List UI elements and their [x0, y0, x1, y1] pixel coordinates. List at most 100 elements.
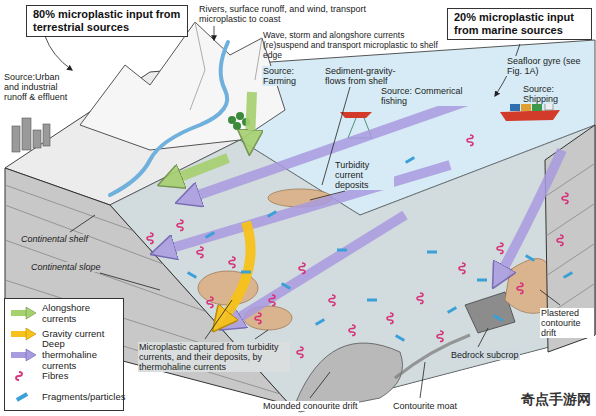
legend-entry: Fragments/particles — [9, 386, 119, 407]
microplastic-fibre — [207, 297, 213, 308]
legend-arrowhead — [26, 328, 36, 340]
microplastic-fibre — [497, 243, 503, 254]
label-box: Bedrock subcrop — [450, 350, 540, 360]
container — [521, 104, 531, 111]
plastered-drift — [505, 259, 548, 314]
legend-swatch — [9, 326, 37, 342]
legend-swatch — [9, 368, 37, 384]
label-box: Source: Commerical fishing — [380, 86, 472, 106]
seafloor — [110, 125, 595, 412]
legend-entry: Alongshore currents — [9, 302, 119, 323]
label-box: Turbidity current deposits — [334, 160, 394, 190]
legend-entry: Fibres — [9, 365, 119, 386]
annotation-label: Microplastic captured from turbidity cur… — [138, 342, 290, 372]
city — [12, 118, 50, 152]
annotation-label: Continental shelf — [20, 234, 89, 244]
container — [532, 104, 542, 111]
legend-arrow — [11, 331, 27, 337]
annotation-label: Plastered contourite drift — [540, 308, 594, 338]
microplastic-fragment — [205, 231, 215, 239]
leader-line — [310, 191, 345, 200]
annotation-label: Continental slope — [30, 262, 102, 272]
microplastic-fibre — [299, 263, 305, 274]
microplastic-fragment — [525, 254, 535, 262]
legend-swatch — [9, 389, 37, 405]
building — [22, 118, 31, 150]
legend-fibre — [16, 372, 22, 380]
label-box: Source: Farming — [262, 66, 314, 86]
microplastic-fibre — [562, 193, 568, 204]
microplastic-fragment — [563, 271, 573, 279]
label-box: Source:Urban and industrial runoff & eff… — [3, 72, 77, 102]
box-text: 20% microplastic input from marine sourc… — [454, 11, 585, 37]
microplastic-fibre — [229, 257, 235, 268]
legend-text: Fragments/particles — [42, 391, 125, 402]
tree — [236, 112, 244, 120]
microplastic-fibre — [197, 247, 203, 258]
alongshore-currents — [172, 92, 252, 180]
ship-hull — [500, 110, 560, 121]
legend-text: Fibres — [42, 370, 68, 381]
legend-text: Gravity current — [42, 328, 104, 339]
leader-line — [100, 273, 160, 290]
source-box: 80% microplastic input from terrestrial … — [26, 5, 188, 37]
thermohaline-arrow — [165, 165, 450, 250]
label-box: Continental slope — [30, 262, 102, 272]
label-box: Rivers, surface runoff, and wind, transp… — [198, 4, 368, 24]
microplastic-fibre — [437, 331, 443, 342]
alongshore-arrow — [250, 92, 252, 140]
label-box: Microplastic captured from turbidity cur… — [138, 342, 290, 372]
annotation-label: Seafloor gyre (see Fig. 1A) — [506, 56, 590, 76]
annotation-label: Turbidity current deposits — [334, 160, 394, 190]
leader-line — [420, 362, 425, 398]
microplastic-fibre — [269, 295, 275, 306]
watermark: 奇点手游网 — [520, 392, 592, 408]
thermohaline-arrow — [190, 100, 470, 198]
deep-water-tint — [110, 125, 595, 412]
label-box: Source: Shipping — [522, 84, 592, 104]
microplastic-fragment — [405, 156, 415, 164]
annotation-label: Wave, storm and alongshore currents (re)… — [262, 30, 442, 60]
label-box: Seafloor gyre (see Fig. 1A) — [506, 56, 590, 76]
microplastic-fragment — [427, 251, 437, 254]
annotation-label: Mounded conourite drift — [262, 401, 359, 411]
legend-swatch — [9, 347, 37, 363]
leader-line — [255, 330, 268, 339]
microplastic-fragment — [493, 314, 503, 322]
microplastic-fragment — [395, 334, 405, 342]
annotation-label: Source:Urban and industrial runoff & eff… — [3, 72, 77, 102]
input-arrow — [45, 36, 72, 70]
annotation-label: Sediment-gravity-flows from shelf — [324, 66, 410, 86]
leader-line — [310, 372, 330, 398]
mounded-drift — [296, 343, 403, 404]
annotation-label: Rivers, surface runoff, and wind, transp… — [198, 4, 368, 24]
microplastic-fibre — [459, 263, 465, 274]
leader-line — [205, 300, 232, 339]
legend-swatch — [9, 305, 37, 321]
rock-layer — [5, 240, 300, 345]
building — [43, 124, 50, 146]
microplastic-fibre — [517, 283, 523, 294]
microplastic-fibre — [177, 220, 183, 231]
label-box: Sediment-gravity-flows from shelf — [324, 66, 410, 86]
microplastic-fibre — [387, 313, 393, 324]
leader-arrow — [214, 26, 215, 40]
label-box: Wave, storm and alongshore currents (re)… — [262, 30, 442, 60]
legend-text: Alongshore currents — [42, 302, 119, 324]
annotation-label: Source: Farming — [262, 66, 314, 86]
microplastic-fibre — [467, 135, 473, 146]
leader-line — [540, 290, 560, 305]
microplastic-fibre — [147, 233, 153, 244]
rock-layer — [5, 185, 300, 290]
legend-arrowhead — [26, 307, 36, 319]
legend-arrow — [11, 352, 27, 358]
thermohaline-arrow — [500, 150, 562, 275]
microplastic-fibre — [349, 325, 355, 336]
legend-entry: Deep thermohaline currents — [9, 344, 119, 365]
annotation-label: Source: Shipping — [522, 84, 592, 104]
legend-fragment — [16, 392, 28, 401]
microplastic-fibre — [297, 347, 303, 358]
river — [110, 42, 228, 195]
